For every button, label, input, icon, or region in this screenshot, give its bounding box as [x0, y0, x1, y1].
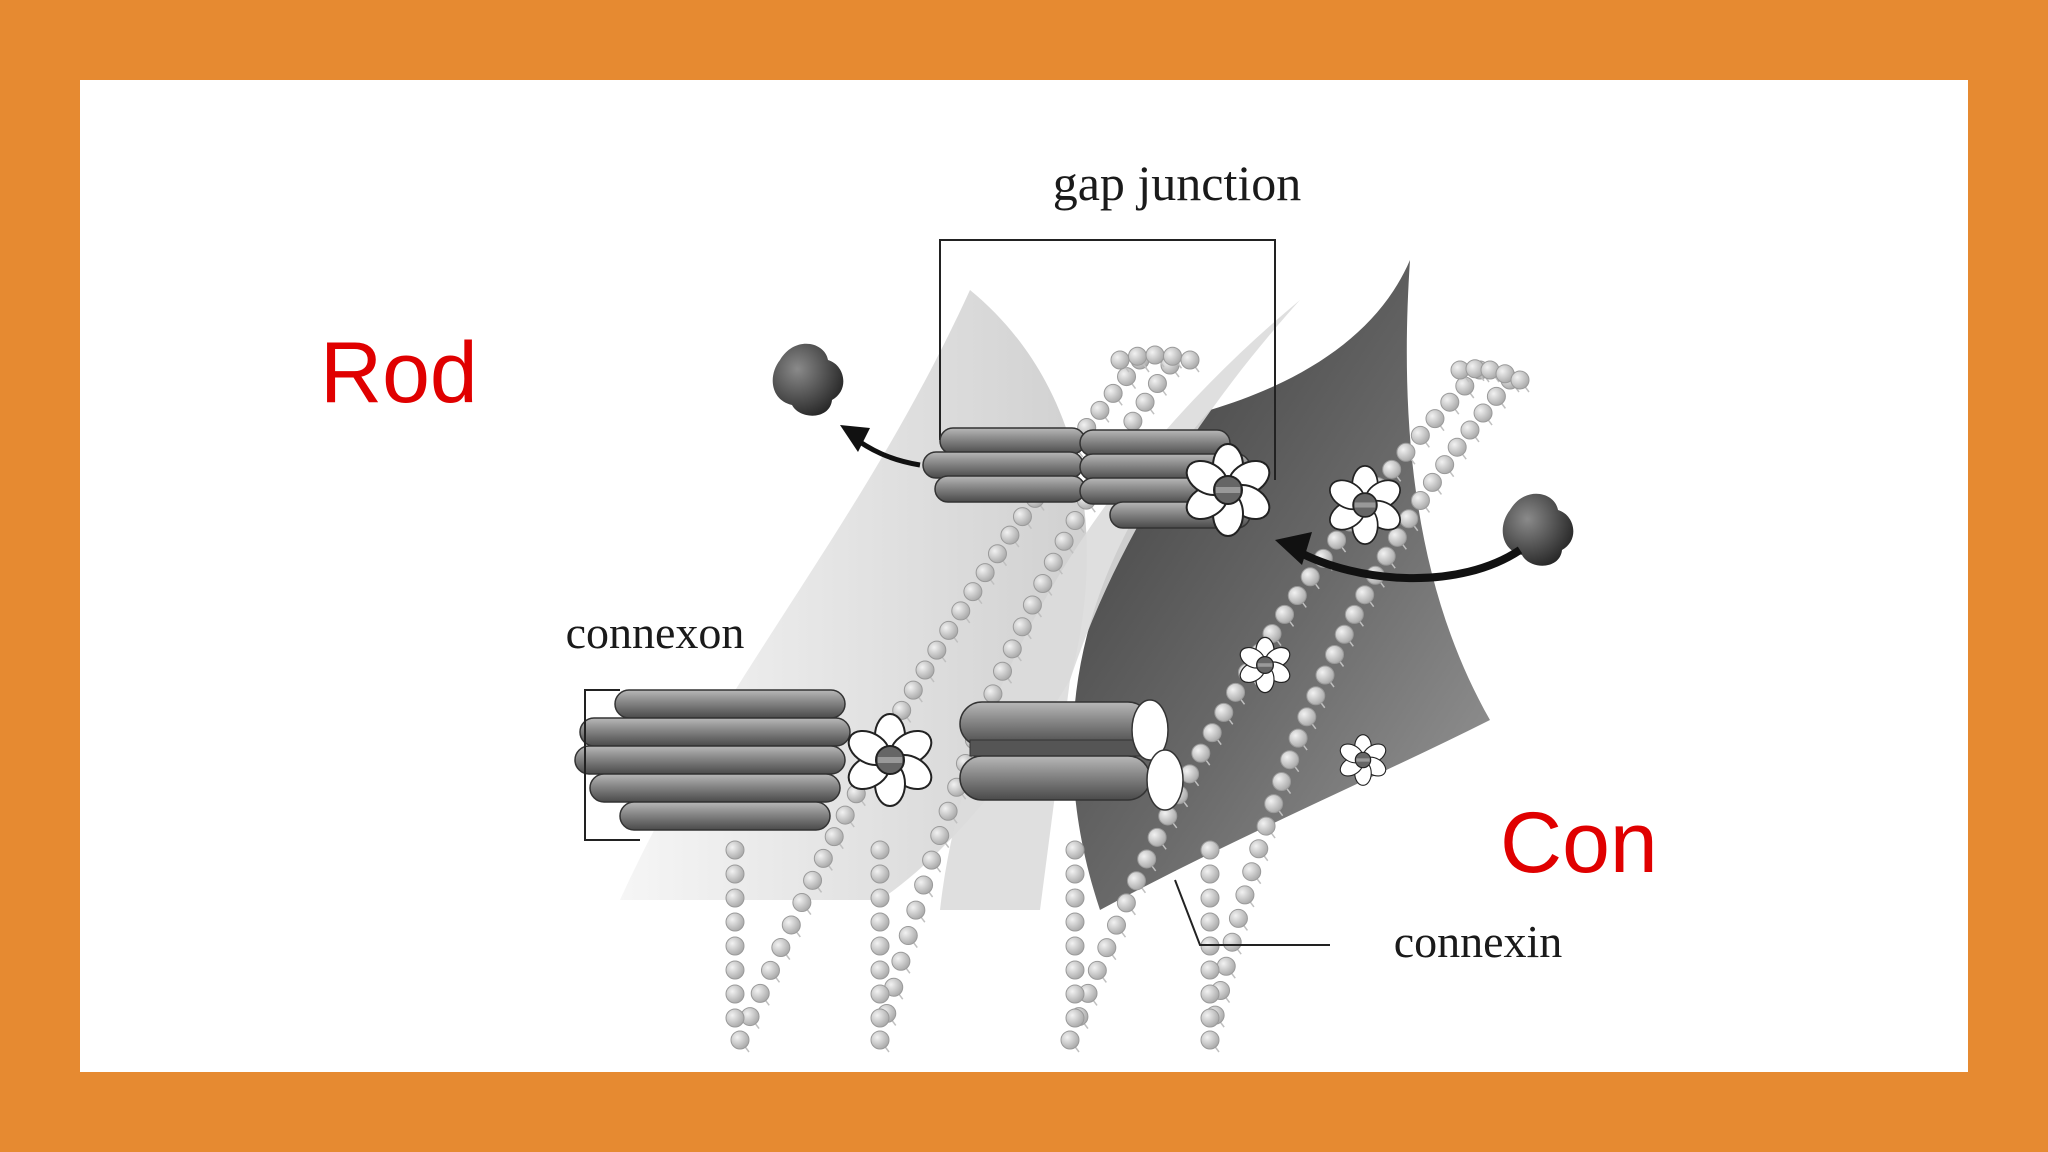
gap-junction-bracket: [939, 239, 1276, 480]
con-label: Con: [1500, 795, 1658, 891]
gap-junction-channel: [922, 427, 1251, 529]
connexon-flower-icon: [847, 713, 933, 807]
connexon-flower-icon: [1339, 734, 1387, 786]
connexin-leader-line: [1174, 879, 1330, 946]
gap-junction-label: gap junction: [1053, 155, 1302, 211]
connexon-left: [574, 689, 851, 831]
right-membrane-sheet: [1072, 260, 1490, 910]
connexon-flower-icon: [1329, 465, 1401, 545]
lipid-bilayer-heads: [725, 345, 1530, 1053]
rod-label: Rod: [320, 325, 478, 421]
connexon-label: connexon: [566, 607, 745, 658]
molecule-blob-icon: [1502, 493, 1574, 566]
slide: gap junction connexon connexin Rod Con: [80, 80, 1968, 1072]
arrow-icon-head: [840, 425, 870, 452]
arrow-icon: [1293, 546, 1523, 583]
connexon-flower-icon: [1185, 443, 1271, 537]
connexin-label: connexin: [1394, 916, 1563, 967]
gap-junction-diagram: gap junction connexon connexin: [566, 155, 1574, 1053]
connexon-flower-icon: [1239, 636, 1291, 694]
connexon-bracket: [584, 689, 640, 841]
molecule-blob-icon: [772, 343, 844, 416]
connexon-middle: [959, 699, 1184, 811]
arrow-icon-head: [1275, 532, 1312, 565]
